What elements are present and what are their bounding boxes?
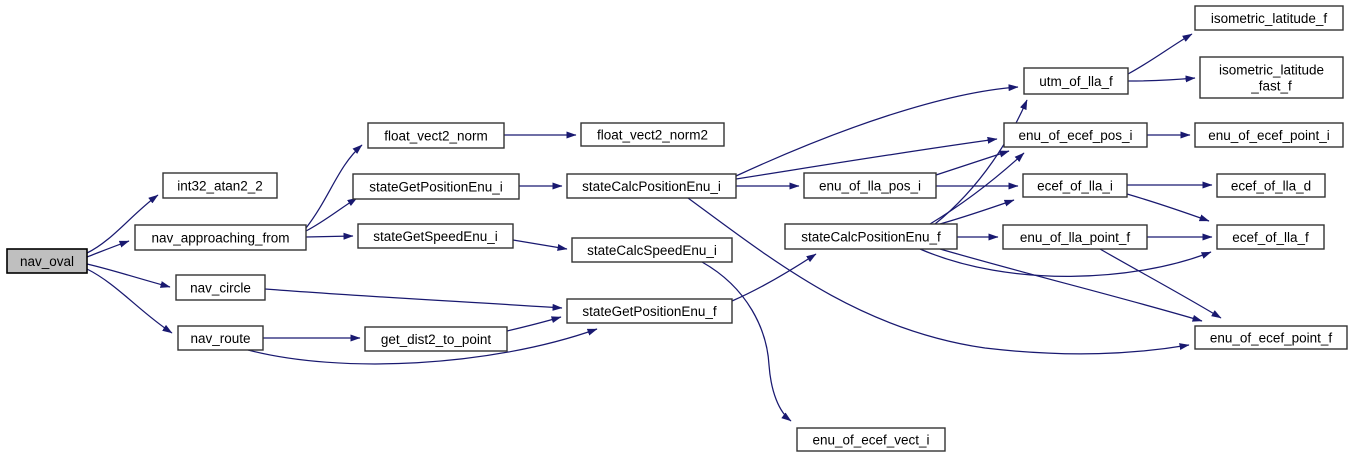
edge-stateCalcPositionEnu_f-ecef_of_lla_i — [939, 199, 1015, 225]
node-stateGetPositionEnu_i[interactable]: stateGetPositionEnu_i — [352, 173, 520, 200]
edge-nav_oval-nav_route — [86, 268, 173, 334]
edge-stateCalcPositionEnu_f-enu_of_ecef_point_f — [939, 248, 1203, 322]
edge-stateCalcPositionEnu_i-enu_of_ecef_point_f — [687, 197, 1190, 355]
svg-text:isometric_latitude: isometric_latitude — [1219, 63, 1324, 78]
node-enu_of_ecef_point_i[interactable]: enu_of_ecef_point_i — [1194, 122, 1344, 148]
edge-nav_oval-int32_atan2_2 — [86, 194, 159, 254]
svg-text:stateGetPositionEnu_f: stateGetPositionEnu_f — [582, 304, 717, 319]
svg-text:stateCalcSpeedEnu_i: stateCalcSpeedEnu_i — [587, 243, 717, 258]
svg-text:nav_route: nav_route — [190, 331, 250, 346]
node-get_dist2_to_point[interactable]: get_dist2_to_point — [364, 326, 508, 352]
edge-ecef_of_lla_i-ecef_of_lla_f — [1126, 193, 1210, 222]
edge-enu_of_lla_pos_i-enu_of_ecef_pos_i — [935, 150, 1010, 176]
svg-text:nav_circle: nav_circle — [190, 281, 251, 296]
edge-stateCalcPositionEnu_i-enu_of_ecef_pos_i — [735, 136, 998, 180]
edge-nav_approaching_from-float_vect2_norm — [305, 144, 363, 229]
edge-stateGetPositionEnu_f-stateCalcPositionEnu_f — [731, 253, 817, 302]
edge-nav_oval-nav_circle — [86, 263, 171, 288]
edge-stateGetSpeedEnu_i-stateCalcSpeedEnu_i — [512, 239, 568, 251]
svg-text:ecef_of_lla_d: ecef_of_lla_d — [1231, 179, 1311, 194]
node-nav_approaching_from[interactable]: nav_approaching_from — [134, 224, 307, 251]
svg-text:get_dist2_to_point: get_dist2_to_point — [381, 332, 492, 347]
svg-text:isometric_latitude_f: isometric_latitude_f — [1211, 11, 1328, 26]
svg-text:utm_of_lla_f: utm_of_lla_f — [1039, 74, 1113, 89]
svg-text:enu_of_ecef_pos_i: enu_of_ecef_pos_i — [1018, 128, 1132, 143]
svg-text:nav_oval: nav_oval — [20, 254, 74, 269]
svg-text:enu_of_ecef_vect_i: enu_of_ecef_vect_i — [812, 433, 929, 448]
svg-text:enu_of_ecef_point_i: enu_of_ecef_point_i — [1208, 128, 1330, 143]
node-enu_of_ecef_vect_i[interactable]: enu_of_ecef_vect_i — [796, 427, 946, 452]
node-enu_of_ecef_point_f[interactable]: enu_of_ecef_point_f — [1194, 325, 1348, 350]
edge-nav_oval-nav_approaching_from — [86, 240, 130, 258]
node-stateGetPositionEnu_f[interactable]: stateGetPositionEnu_f — [566, 298, 733, 324]
svg-text:nav_approaching_from: nav_approaching_from — [151, 231, 289, 246]
node-isometric_latitude_f[interactable]: isometric_latitude_f — [1194, 5, 1344, 31]
nodes-layer: nav_oval int32_atan2_2 nav_approaching_f… — [6, 5, 1348, 452]
edge-nav_route-stateGetPositionEnu_f — [247, 328, 598, 365]
node-isometric_latitude_fast_f[interactable]: isometric_latitude _fast_f — [1199, 56, 1344, 99]
svg-text:stateCalcPositionEnu_f: stateCalcPositionEnu_f — [801, 230, 941, 245]
edge-nav_approaching_from-stateGetPositionEnu_i — [305, 197, 358, 232]
node-float_vect2_norm2[interactable]: float_vect2_norm2 — [580, 122, 725, 147]
svg-text:ecef_of_lla_i: ecef_of_lla_i — [1037, 179, 1113, 194]
node-enu_of_ecef_pos_i[interactable]: enu_of_ecef_pos_i — [1003, 122, 1148, 148]
svg-text:ecef_of_lla_f: ecef_of_lla_f — [1232, 230, 1309, 245]
edge-stateCalcPositionEnu_f-ecef_of_lla_f — [919, 248, 1212, 277]
svg-text:enu_of_lla_point_f: enu_of_lla_point_f — [1020, 230, 1131, 245]
node-int32_atan2_2[interactable]: int32_atan2_2 — [162, 172, 278, 199]
svg-text:int32_atan2_2: int32_atan2_2 — [177, 179, 263, 194]
node-stateCalcSpeedEnu_i[interactable]: stateCalcSpeedEnu_i — [571, 237, 733, 263]
edge-utm_of_lla_f-isometric_latitude_f — [1127, 33, 1193, 75]
edge-stateCalcSpeedEnu_i-enu_of_ecef_vect_i — [701, 261, 792, 422]
svg-text:enu_of_ecef_point_f: enu_of_ecef_point_f — [1210, 331, 1333, 346]
svg-text:float_vect2_norm: float_vect2_norm — [384, 129, 488, 144]
edge-enu_of_lla_point_f-enu_of_ecef_point_f — [1099, 248, 1222, 319]
edge-nav_approaching_from-stateGetSpeedEnu_i — [305, 232, 354, 240]
svg-text:_fast_f: _fast_f — [1250, 79, 1292, 94]
node-float_vect2_norm[interactable]: float_vect2_norm — [367, 122, 505, 149]
node-nav_route[interactable]: nav_route — [177, 325, 264, 351]
edge-stateCalcPositionEnu_f-enu_of_ecef_pos_i — [929, 152, 1025, 225]
node-nav_circle[interactable]: nav_circle — [175, 274, 266, 301]
edge-nav_circle-stateGetPositionEnu_f — [264, 288, 563, 311]
svg-text:stateGetPositionEnu_i: stateGetPositionEnu_i — [369, 180, 503, 195]
svg-text:float_vect2_norm2: float_vect2_norm2 — [597, 128, 708, 143]
node-stateCalcPositionEnu_i[interactable]: stateCalcPositionEnu_i — [566, 173, 737, 199]
edge-utm_of_lla_f-isometric_latitude_fast_f — [1127, 75, 1196, 83]
svg-text:stateGetSpeedEnu_i: stateGetSpeedEnu_i — [373, 229, 498, 244]
edges-layer — [86, 33, 1222, 422]
node-nav_oval[interactable]: nav_oval — [6, 248, 88, 274]
node-stateCalcPositionEnu_f[interactable]: stateCalcPositionEnu_f — [784, 223, 958, 250]
node-ecef_of_lla_i[interactable]: ecef_of_lla_i — [1022, 173, 1128, 198]
svg-text:stateCalcPositionEnu_i: stateCalcPositionEnu_i — [582, 179, 721, 194]
node-enu_of_lla_point_f[interactable]: enu_of_lla_point_f — [1002, 224, 1148, 250]
edge-stateCalcPositionEnu_i-utm_of_lla_f — [735, 84, 1019, 177]
node-ecef_of_lla_d[interactable]: ecef_of_lla_d — [1216, 173, 1326, 198]
node-stateGetSpeedEnu_i[interactable]: stateGetSpeedEnu_i — [357, 223, 514, 249]
node-ecef_of_lla_f[interactable]: ecef_of_lla_f — [1216, 224, 1325, 250]
node-enu_of_lla_pos_i[interactable]: enu_of_lla_pos_i — [803, 172, 937, 199]
svg-text:enu_of_lla_pos_i: enu_of_lla_pos_i — [819, 179, 921, 194]
edge-get_dist2_to_point-stateGetPositionEnu_f — [506, 316, 562, 332]
node-utm_of_lla_f[interactable]: utm_of_lla_f — [1023, 67, 1129, 95]
